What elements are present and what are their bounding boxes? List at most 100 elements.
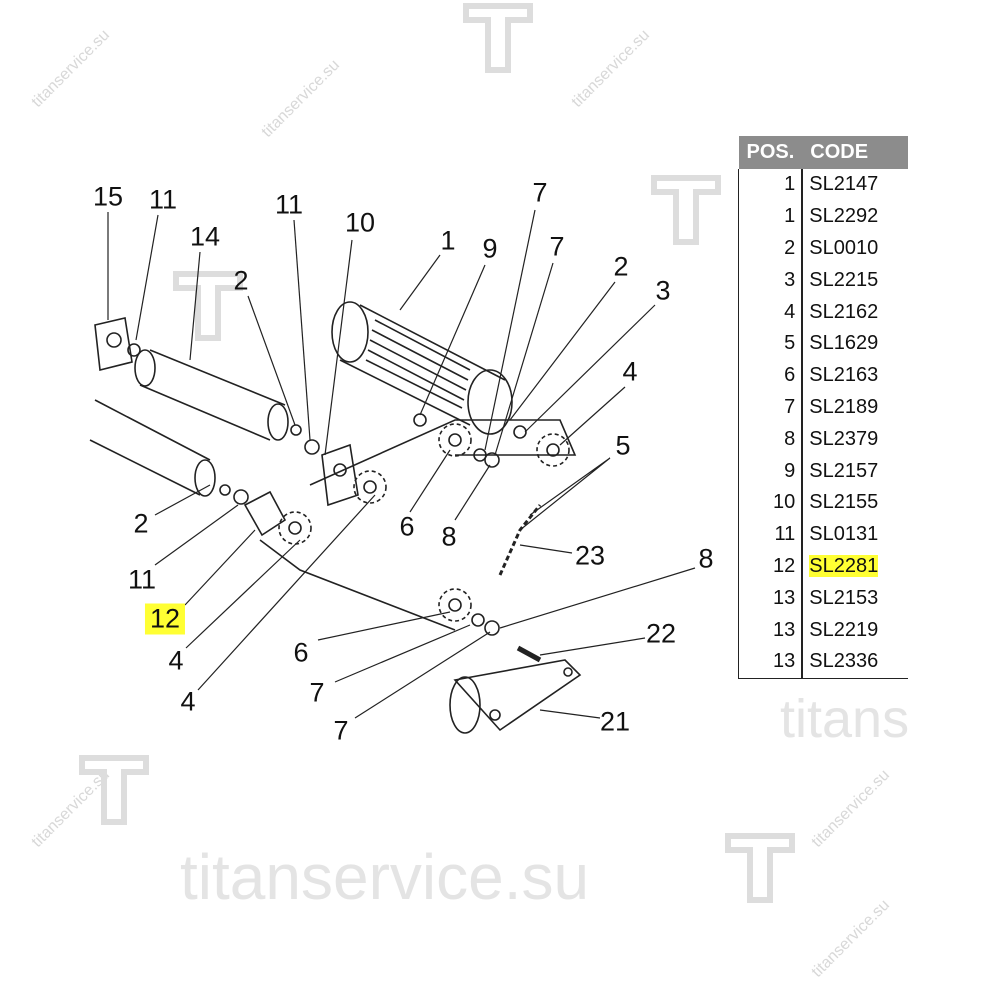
callout-2: 2	[133, 508, 149, 539]
code-cell: SL2336	[802, 645, 909, 679]
pos-cell: 2	[738, 232, 804, 265]
callout-3: 3	[655, 275, 671, 306]
callout-14: 14	[189, 221, 221, 252]
callout-8: 8	[441, 521, 457, 552]
code-text: SL2147	[809, 173, 879, 196]
pos-cell: 10	[738, 486, 804, 519]
callout-11: 11	[148, 184, 178, 215]
code-cell: SL2292	[802, 201, 908, 233]
code-text: SL2379	[809, 427, 879, 450]
callout-12-highlighted: 12	[144, 603, 186, 635]
callout-4: 4	[180, 686, 196, 717]
callout-6: 6	[399, 511, 415, 542]
code-text: SL2153	[809, 586, 879, 609]
callout-2: 2	[613, 251, 629, 282]
roller-14	[139, 349, 286, 441]
pos-cell: 1	[738, 200, 804, 233]
pos-cell: 7	[738, 391, 804, 424]
code-text: SL2157	[809, 459, 879, 482]
pos-cell: 4	[738, 296, 804, 328]
callout-22: 22	[645, 618, 677, 649]
callout-23: 23	[574, 540, 606, 571]
callout-7: 7	[532, 177, 548, 208]
lower-roller	[89, 399, 211, 496]
code-cell: SL2379	[802, 423, 908, 455]
callout-6: 6	[293, 637, 309, 668]
callout-1: 1	[440, 225, 456, 256]
code-cell: SL2189	[802, 392, 908, 424]
pos-cell: 13	[738, 582, 804, 615]
code-cell: SL2147	[802, 169, 908, 201]
callout-7: 7	[333, 715, 349, 746]
callout-8: 8	[698, 543, 714, 574]
code-cell: SL0131	[802, 519, 908, 551]
code-text: SL2163	[809, 364, 879, 387]
callout-5: 5	[615, 430, 631, 461]
pos-cell: 1	[738, 169, 804, 201]
pos-cell: 12	[738, 550, 804, 583]
pos-cell: 9	[738, 455, 804, 487]
bracket-hole	[106, 332, 122, 348]
code-text: SL2215	[809, 268, 879, 291]
pos-cell: 11	[738, 518, 804, 551]
code-text: SL2292	[809, 205, 879, 228]
callout-7: 7	[309, 677, 325, 708]
callout-4: 4	[168, 645, 184, 676]
pos-cell: 6	[738, 359, 804, 392]
code-cell: SL2157	[802, 455, 908, 487]
pos-cell: 13	[738, 614, 804, 646]
lever-21	[453, 659, 582, 732]
code-cell: SL2215	[802, 264, 908, 296]
code-cell: SL1629	[802, 328, 908, 360]
code-cell: SL2153	[802, 582, 908, 614]
code-cell: SL2219	[802, 614, 908, 646]
motor-1	[339, 304, 506, 426]
code-text: SL2189	[809, 395, 879, 418]
pos-cell: 13	[738, 645, 804, 679]
header-pos: POS.	[738, 136, 803, 169]
code-text: SL1629	[809, 332, 879, 355]
watermark-logo-icon	[79, 755, 149, 825]
callout-21: 21	[599, 706, 631, 737]
code-text: SL0010	[809, 236, 879, 259]
watermark-logo-icon	[173, 271, 243, 341]
code-text: SL2162	[809, 300, 879, 323]
callout-7: 7	[549, 231, 565, 262]
callout-15: 15	[92, 181, 124, 212]
watermark-logo-icon	[651, 175, 721, 245]
callout-11: 11	[274, 189, 304, 220]
watermark-logo-icon	[725, 833, 795, 903]
leader-lines	[107, 209, 696, 719]
code-cell: SL2162	[802, 296, 908, 328]
pos-cell: 8	[738, 423, 804, 456]
code-text: SL0131	[809, 523, 879, 546]
callout-4: 4	[622, 356, 638, 387]
pos-cell: 3	[738, 264, 804, 297]
bracket-plate-15	[94, 317, 133, 371]
callout-10: 10	[344, 207, 376, 238]
code-cell: SL2281	[802, 551, 908, 583]
code-text: SL2219	[809, 618, 879, 641]
part-12	[243, 490, 287, 537]
callout-11: 11	[127, 564, 157, 595]
bracket-plate-10	[321, 443, 359, 507]
callout-9: 9	[482, 233, 498, 264]
code-cell: SL0010	[802, 233, 908, 265]
